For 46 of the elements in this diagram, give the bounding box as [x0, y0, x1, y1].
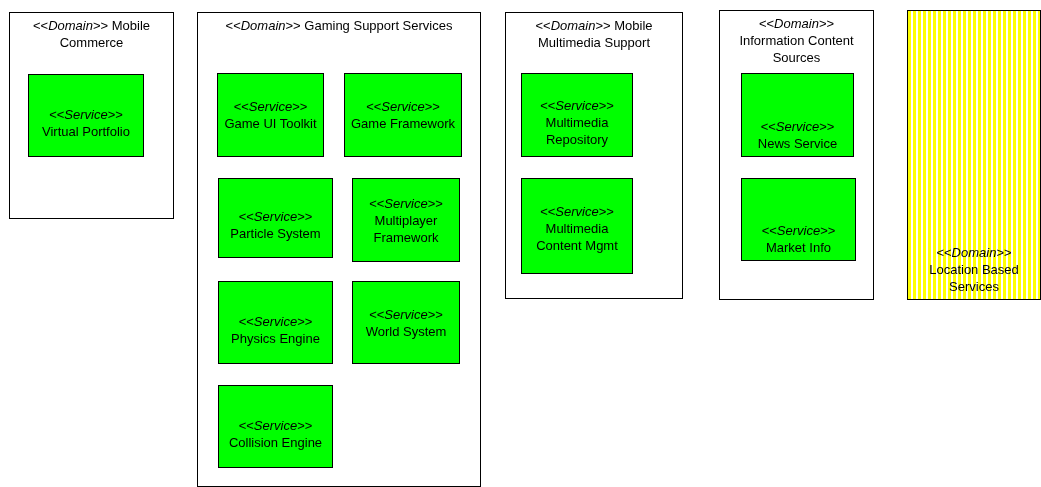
domain-box — [197, 12, 481, 487]
service-label: <<Service>> — [540, 96, 614, 114]
service-box — [521, 178, 633, 274]
domain-title: <<Domain>> Mobile Commerce — [31, 17, 152, 51]
service-box — [352, 281, 460, 364]
service-label: <<Service>> — [761, 222, 836, 239]
service-label: <<Service>> — [238, 208, 313, 225]
domain-box — [9, 12, 174, 219]
domain-box — [719, 10, 874, 300]
service-box — [28, 74, 144, 157]
service-label: <<Service>> — [540, 202, 614, 220]
service-box — [741, 73, 854, 157]
service-label: Physics Engine — [231, 329, 320, 347]
domain-title: <<Domain>> Gaming Support Services — [225, 17, 453, 34]
service-label: Game Framework — [351, 115, 455, 132]
service-box — [741, 178, 856, 261]
service-label: <<Service>> — [233, 98, 308, 115]
service-label: Multiplayer Framework — [372, 211, 440, 246]
service-label: Game UI Toolkit — [224, 115, 317, 132]
service-label: Multimedia Content Mgmt — [535, 219, 619, 254]
service-label: Collision Engine — [228, 433, 323, 451]
service-box — [218, 385, 333, 468]
service-label: <<Service>> — [760, 118, 835, 135]
service-box — [344, 73, 462, 157]
service-box — [521, 73, 633, 157]
domain-title: <<Domain>> — [758, 15, 835, 32]
service-label: <<Service>> — [369, 305, 443, 323]
domain-box — [907, 10, 1041, 300]
domain-title: <<Domain>> Mobile Multimedia Support — [534, 17, 654, 51]
service-box — [218, 178, 333, 258]
service-label: <<Service>> — [366, 98, 440, 115]
service-label: <<Service>> — [369, 194, 443, 212]
service-label: Virtual Portfolio — [42, 122, 130, 140]
service-label: <<Service>> — [238, 312, 313, 330]
service-label: News Service — [757, 135, 838, 152]
domain-title: Information Content Sources — [738, 32, 855, 66]
domain-box — [505, 12, 683, 299]
service-label: <<Service>> — [238, 416, 313, 434]
service-box — [217, 73, 324, 157]
service-box — [218, 281, 333, 364]
service-label: <<Service>> — [49, 105, 123, 123]
service-label: World System — [365, 322, 447, 340]
service-label: Multimedia Repository — [544, 113, 610, 148]
service-label: Market Info — [765, 239, 831, 256]
service-box — [352, 178, 460, 262]
service-label: Particle System — [230, 225, 321, 242]
